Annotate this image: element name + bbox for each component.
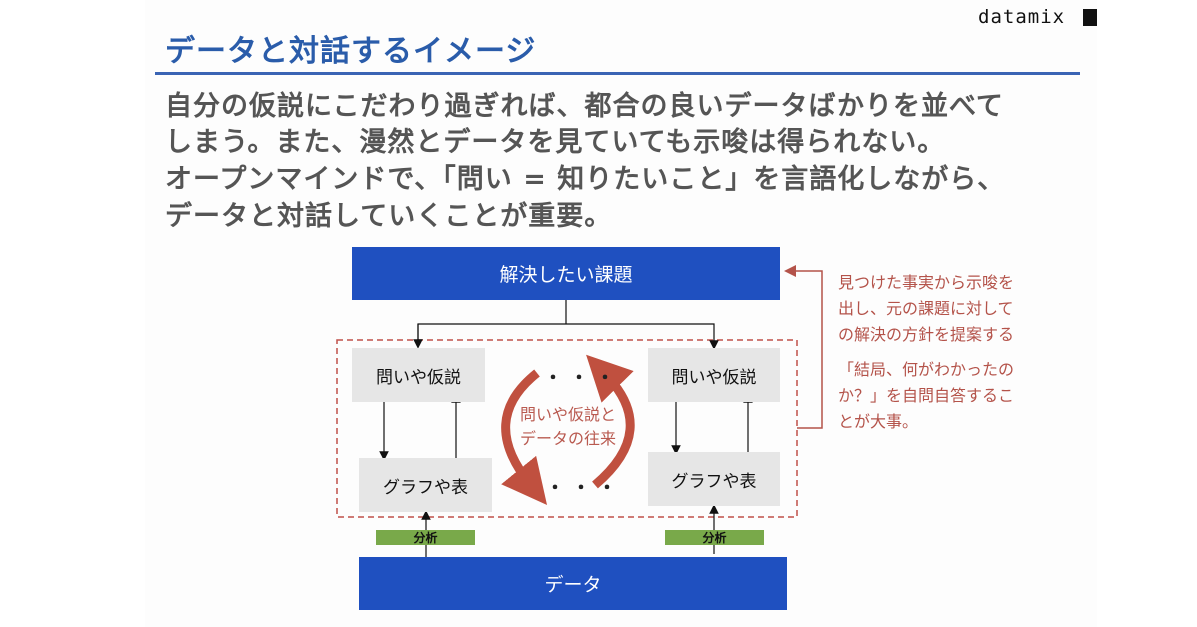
analysis-label-left: 分析 [376,530,475,545]
logo-block [1083,9,1097,26]
body-line: データと対話していくことが重要。 [165,201,613,232]
analysis-label-right: 分析 [665,530,764,545]
data-box: データ [359,557,787,610]
callout-note: 見つけた事実から示唆を 出し、元の課題に対して の解決の方針を提案する [838,270,1014,348]
graph-box-right: グラフや表 [648,452,780,506]
ellipsis-bottom: ・・・ [546,478,624,499]
question-box-left: 問いや仮説 [352,348,485,402]
cycle-arrow-right [586,354,635,489]
note-line: とが大事。 [838,412,919,431]
slide-title: データと対話するイメージ [165,34,537,69]
cycle-label-line: データの往来 [519,429,616,448]
title-underline [155,72,1080,75]
note-line: 出し、元の課題に対して [838,299,1014,318]
body-line: 自分の仮説にこだわり過ぎれば、都合の良いデータばかりを並べて [165,91,1004,122]
feedback-bracket [784,265,823,429]
slide-background [145,0,1097,627]
note-line: の解決の方針を提案する [838,325,1015,344]
ellipsis-top: ・・・ [544,368,622,389]
note-line: 「結局、何がわかったの [838,360,1015,379]
question-box-right: 問いや仮説 [648,348,780,402]
cycle-label: 問いや仮説と データの往来 [500,403,636,451]
body-line: しまう。また、漫然とデータを見ていても示唆は得られない。 [165,127,946,158]
cycle-arrow-left [501,369,548,505]
note-line: か？」を自問自答するこ [838,386,1015,405]
problem-box: 解決したい課題 [352,247,780,300]
graph-box-left: グラフや表 [359,458,492,512]
body-line: オープンマインドで、「問い = 知りたいこと」を言語化しながら、 [165,164,1006,195]
callout-note-2: 「結局、何がわかったの か？」を自問自答するこ とが大事。 [838,357,1014,435]
note-line: 見つけた事実から示唆を [838,273,1015,292]
cycle-label-line: 問いや仮説と [519,405,616,424]
datamix-logo: datamix [978,6,1066,28]
dashed-frame [336,339,798,518]
